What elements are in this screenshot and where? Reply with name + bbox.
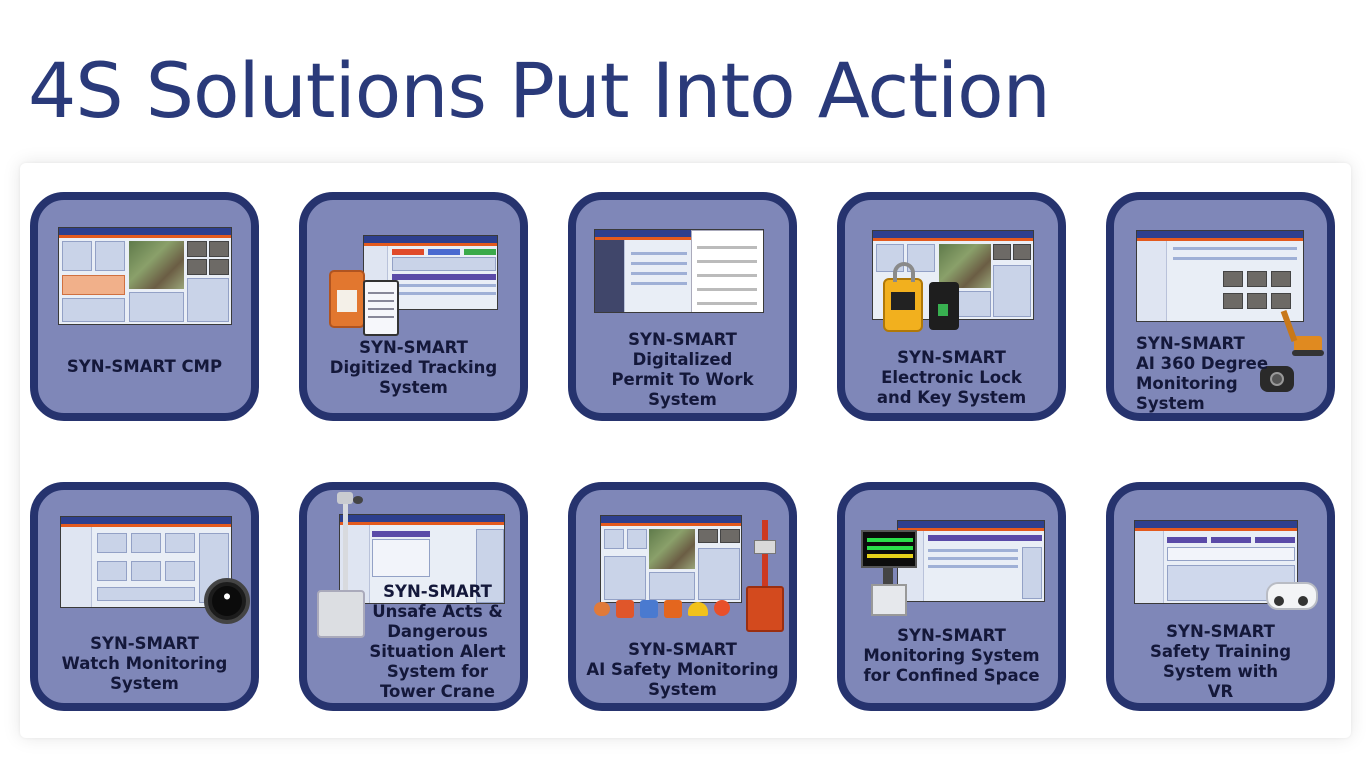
card-confined-space[interactable]: SYN-SMART Monitoring System for Confined… (837, 482, 1066, 711)
watch-dashboard-screenshot (60, 516, 232, 608)
padlock-device (883, 262, 923, 332)
card-caption: SYN-SMART Monitoring System for Confined… (863, 626, 1040, 685)
card-vr-training[interactable]: SYN-SMART Safety Training System with VR (1106, 482, 1335, 711)
card-caption: SYN-SMART Electronic Lock and Key System (876, 348, 1027, 407)
safety-pole-device (744, 520, 786, 634)
card-caption: SYN-SMART Watch Monitoring System (61, 634, 228, 693)
phone-device (363, 280, 399, 336)
card-caption: SYN-SMART Digitalized Permit To Work Sys… (611, 330, 754, 409)
permit-screenshot (594, 229, 764, 313)
card-caption: SYN-SMART CMP (66, 357, 223, 376)
confined-space-screenshot (897, 520, 1045, 602)
tracking-screenshot (363, 235, 498, 310)
card-tower-crane-alert[interactable]: SYN-SMART Unsafe Acts & Dangerous Situat… (299, 482, 528, 711)
card-caption: SYN-SMART AI Safety Monitoring System (586, 640, 779, 699)
led-display-device (861, 530, 917, 568)
card-caption: SYN-SMART Unsafe Acts & Dangerous Situat… (369, 582, 506, 701)
card-caption: SYN-SMART Safety Training System with VR (1149, 622, 1292, 701)
dashboard-screenshot (58, 227, 232, 325)
key-device (929, 282, 959, 330)
card-permit-to-work[interactable]: SYN-SMART Digitalized Permit To Work Sys… (568, 192, 797, 421)
card-digitized-tracking[interactable]: SYN-SMART Digitized Tracking System (299, 192, 528, 421)
sensor-cart-device (869, 568, 909, 618)
smartwatch-device: ● (204, 578, 250, 624)
page-title: 4S Solutions Put Into Action (28, 46, 1051, 135)
excavator-image (1280, 306, 1326, 358)
card-caption: SYN-SMART Digitized Tracking System (329, 338, 498, 397)
card-caption: SYN-SMART AI 360 Degree Monitoring Syste… (1136, 334, 1269, 413)
card-cmp[interactable]: SYN-SMART CMP (30, 192, 259, 421)
ppe-icons (594, 594, 756, 618)
card-ai-safety-monitoring[interactable]: SYN-SMART AI Safety Monitoring System (568, 482, 797, 711)
card-ai-360[interactable]: SYN-SMART AI 360 Degree Monitoring Syste… (1106, 192, 1335, 421)
card-electronic-lock[interactable]: SYN-SMART Electronic Lock and Key System (837, 192, 1066, 421)
ai360-screenshot (1136, 230, 1304, 322)
control-box-device (317, 590, 365, 638)
ai-safety-screenshot (600, 515, 742, 603)
lock-dashboard-screenshot (872, 230, 1034, 320)
alert-pole-device (327, 492, 367, 642)
tag-device (329, 270, 365, 328)
card-watch-monitoring[interactable]: ● SYN-SMART Watch Monitoring System (30, 482, 259, 711)
camera-device (1260, 366, 1294, 392)
vr-headset-device (1262, 574, 1322, 614)
